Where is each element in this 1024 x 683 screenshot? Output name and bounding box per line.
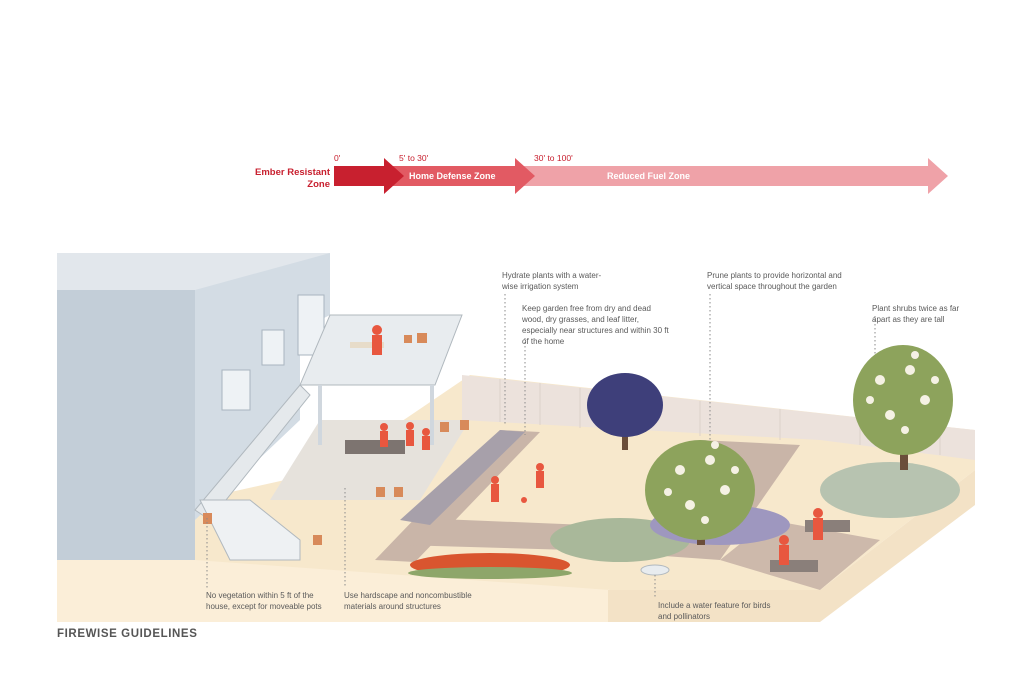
annotation-hydrate: Hydrate plants with a water-wise irrigat… [502, 271, 602, 291]
lounge-bench-2 [805, 520, 850, 532]
balcony-support [318, 385, 322, 445]
reduced-fuel-zone-label: Reduced Fuel Zone [607, 171, 691, 181]
reduced-fuel-zone-arrow [515, 158, 948, 194]
annotation-keep-free: Keep garden free from dry and dead wood,… [522, 304, 669, 346]
annotation-water-feature: Include a water feature for birds and po… [658, 601, 771, 621]
patio-table [345, 440, 405, 454]
entry-steps [199, 499, 301, 561]
person-child-1 [491, 476, 499, 484]
person-patio-1 [380, 423, 388, 431]
house-window [221, 369, 251, 411]
person-lounge-2 [813, 508, 823, 518]
grass-border-right [820, 462, 960, 518]
ember-zone-distance: 0' [334, 153, 341, 163]
person-lounge-1 [779, 535, 789, 545]
person-child-2 [536, 463, 544, 471]
home-defense-zone-label: Home Defense Zone [409, 171, 496, 181]
planting-bed-diagonal [400, 430, 525, 525]
person-patio-2 [406, 422, 414, 430]
person-patio-3 [422, 428, 430, 436]
annotation-spacing: Plant shrubs twice as far apart as they … [872, 304, 960, 324]
flower-bed-front-foliage [408, 567, 572, 579]
lounge-bench [770, 560, 818, 572]
house-front-wall [57, 290, 195, 560]
home-defense-distance: 5' to 30' [399, 153, 429, 163]
annotation-no-vegetation: No vegetation within 5 ft of the house, … [206, 591, 322, 611]
flowering-tree-right [853, 345, 953, 455]
water-feature [640, 564, 670, 576]
ember-zone-arrow [334, 158, 404, 194]
flowering-shrub-center [645, 440, 755, 540]
house-window-upper [261, 329, 285, 366]
page-title: FIREWISE GUIDELINES [57, 628, 198, 640]
ground-base-right [608, 470, 975, 622]
person-balcony [372, 325, 382, 335]
home-defense-zone-arrow [384, 158, 535, 194]
house-side-wall [195, 253, 330, 520]
planter-pot [404, 335, 412, 343]
ball [521, 497, 527, 503]
ember-zone-title: Ember Resistant Zone [255, 167, 330, 190]
annotation-prune: Prune plants to provide horizontal and v… [707, 271, 842, 291]
purple-tree [587, 373, 663, 437]
reduced-fuel-distance: 30' to 100' [534, 153, 573, 163]
balcony-table [350, 342, 384, 348]
annotation-hardscape: Use hardscape and noncombustible materia… [344, 591, 472, 611]
